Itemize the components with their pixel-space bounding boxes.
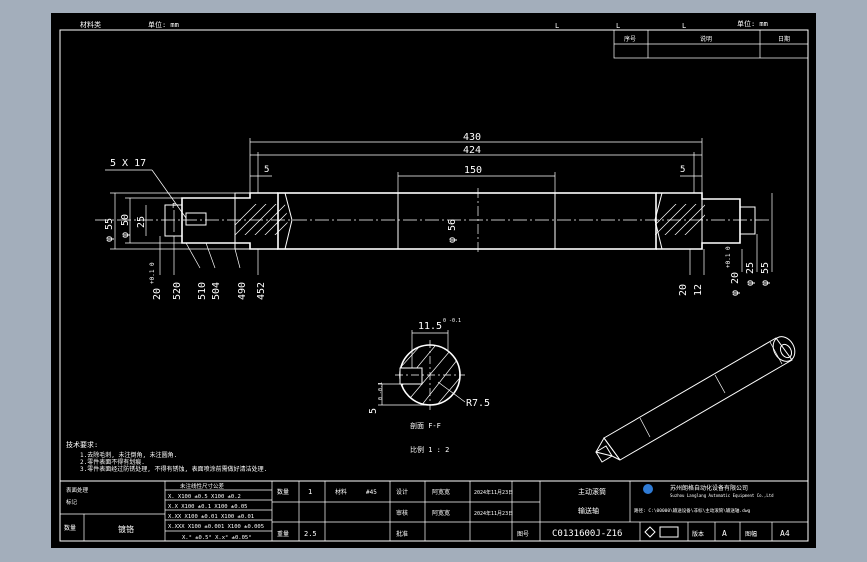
dim-20-left: 20 [152, 288, 163, 300]
company-name-en: Suzhou Langlang Automatic Equipment Co.,… [670, 493, 774, 498]
section-label: 剖面 F-F [410, 421, 441, 430]
dim-phi55-left: φ 55 [104, 218, 115, 242]
dim-150: 150 [464, 165, 482, 176]
dim-430: 430 [463, 132, 481, 143]
company-name-cn: 苏州朗格自动化设备有限公司 [670, 484, 748, 492]
design-name: 阿宽宽 [432, 488, 450, 496]
surface-treatment-value: 镀铬 [118, 524, 134, 534]
dim-520: 520 [172, 282, 183, 300]
dim-phi25-right: φ 25 [745, 262, 756, 286]
material-value: #45 [366, 489, 377, 496]
tol-angle-row: X.° ±0.5° X.x° ±0.05° [182, 535, 252, 541]
dim-5-left: 5 [264, 165, 269, 175]
header-marker-2: L [616, 22, 620, 30]
file-path-text: 路径: C:\00000\输送设备\非标\主动滚筒\输送轴.dwg [634, 507, 751, 514]
shaft-front-view: F [95, 188, 770, 254]
weight-value: 2.5 [304, 530, 317, 538]
check-name: 阿宽宽 [432, 509, 450, 517]
dim-tol-right: +0.1 0 [725, 246, 732, 268]
dim-tol-left: +0.1 0 [149, 262, 156, 284]
notes-title: 技术要求: [66, 440, 98, 449]
version-label: 版本 [692, 530, 704, 538]
left-diameters: φ 55 φ 50 25 φ 56 [104, 192, 458, 250]
revision-table: 序号 说明 日期 [613, 29, 809, 59]
right-diameters: φ 25 φ 55 [741, 193, 773, 286]
rev-col-date: 日期 [778, 35, 790, 43]
part-name: 输送轴 [578, 506, 599, 515]
size-value: A4 [780, 529, 790, 538]
company-logo-icon [643, 484, 653, 494]
dim-490: 490 [237, 282, 248, 300]
qty-label: 数量 [277, 488, 289, 496]
dim-20-right: 20 [678, 284, 689, 296]
top-dimensions: 430 424 150 5 5 5 X 17 [105, 132, 703, 219]
design-date: 2024年11月23日 [474, 489, 513, 496]
mark-label: 标记 [66, 498, 78, 506]
surface-treatment-label: 表面处理 [66, 486, 89, 494]
dim-section-tol: 0 -0.1 [443, 318, 461, 324]
dim-25-left: 25 [136, 216, 147, 228]
dim-phi55-right: φ 55 [760, 262, 771, 286]
dim-section-htol: 0 -0.1 [378, 382, 384, 400]
dim-12: 12 [693, 284, 704, 296]
section-ff: 11.5 0 -0.1 5 0 -0.1 R7.5 剖面 F-F 比例 1 : … [368, 318, 490, 454]
dim-5-right: 5 [680, 165, 685, 175]
notes-line-3: 3.零件表面经过防锈处理, 不得有锈蚀, 表面喷涂前需做好清洁处理. [80, 465, 267, 473]
shaft-isometric [595, 336, 796, 463]
check-date: 2024年11月23日 [474, 510, 513, 517]
dim-phi50-left: φ 50 [120, 214, 131, 238]
left-sign-label: 数量 [64, 524, 76, 532]
dim-phi20-right: φ 20 [730, 272, 741, 296]
cut-mark-f: F [172, 202, 176, 210]
projection-symbol-box [659, 526, 679, 538]
drawing-sheet [51, 13, 816, 548]
header-label-left: 材料类 [80, 20, 101, 29]
weight-label: 重量 [277, 530, 289, 538]
tol-row-2: X.X X100 ±0.1 X100 ±0.05 [168, 504, 247, 510]
dim-keyway: 5 X 17 [110, 158, 146, 169]
header-marker-3: L [682, 22, 686, 30]
qty-value: 1 [308, 488, 312, 496]
approve-label: 批准 [396, 530, 408, 538]
header-label-right: 单位: mm [737, 19, 768, 28]
dim-504: 504 [211, 282, 222, 300]
header-marker-1: L [555, 22, 559, 30]
drawing-no-value: C0131600J-Z16 [552, 529, 622, 539]
size-label: 图幅 [745, 530, 757, 538]
part-title: 主动滚筒 [578, 487, 606, 496]
check-label: 审核 [396, 509, 408, 517]
tol-row-1: X. X100 ±0.5 X100 ±0.2 [168, 494, 241, 500]
rev-col-no: 序号 [624, 35, 636, 43]
header-label-unit: 单位: mm [148, 20, 179, 29]
title-block: 未注线性尺寸公差 X. X100 ±0.5 X100 ±0.2 X.X X100… [59, 480, 809, 542]
dim-424: 424 [463, 145, 481, 156]
version-value: A [722, 529, 727, 538]
rev-col-desc: 说明 [700, 35, 712, 43]
design-label: 设计 [396, 488, 408, 496]
dim-452: 452 [256, 282, 267, 300]
notes-line-2: 2.零件表面不得有划痕. [80, 458, 145, 466]
material-label: 材料 [335, 488, 347, 496]
dim-section-11-5: 11.5 [418, 321, 442, 332]
notes-line-1: 1.去除毛刺, 未注倒角, 未注圆角. [80, 451, 177, 459]
tol-header: 未注线性尺寸公差 [180, 482, 225, 490]
tol-row-3: X.XX X100 ±0.01 X100 ±0.01 [168, 514, 254, 520]
bottom-dimensions: 20 +0.1 0 520 510 504 490 452 20 12 φ 20… [149, 236, 741, 300]
dim-phi56: φ 56 [447, 219, 458, 243]
technical-notes: 技术要求: 1.去除毛刺, 未注倒角, 未注圆角. 2.零件表面不得有划痕. 3… [66, 440, 267, 473]
drawing-no-label: 图号 [517, 531, 529, 538]
section-scale: 比例 1 : 2 [410, 445, 449, 454]
dim-section-5: 5 [368, 408, 379, 414]
dim-radius: R7.5 [466, 398, 490, 409]
tol-row-4: X.XXX X100 ±0.001 X100 ±0.005 [168, 524, 264, 530]
dim-510: 510 [197, 282, 208, 300]
projection-symbol-icon [644, 526, 656, 538]
